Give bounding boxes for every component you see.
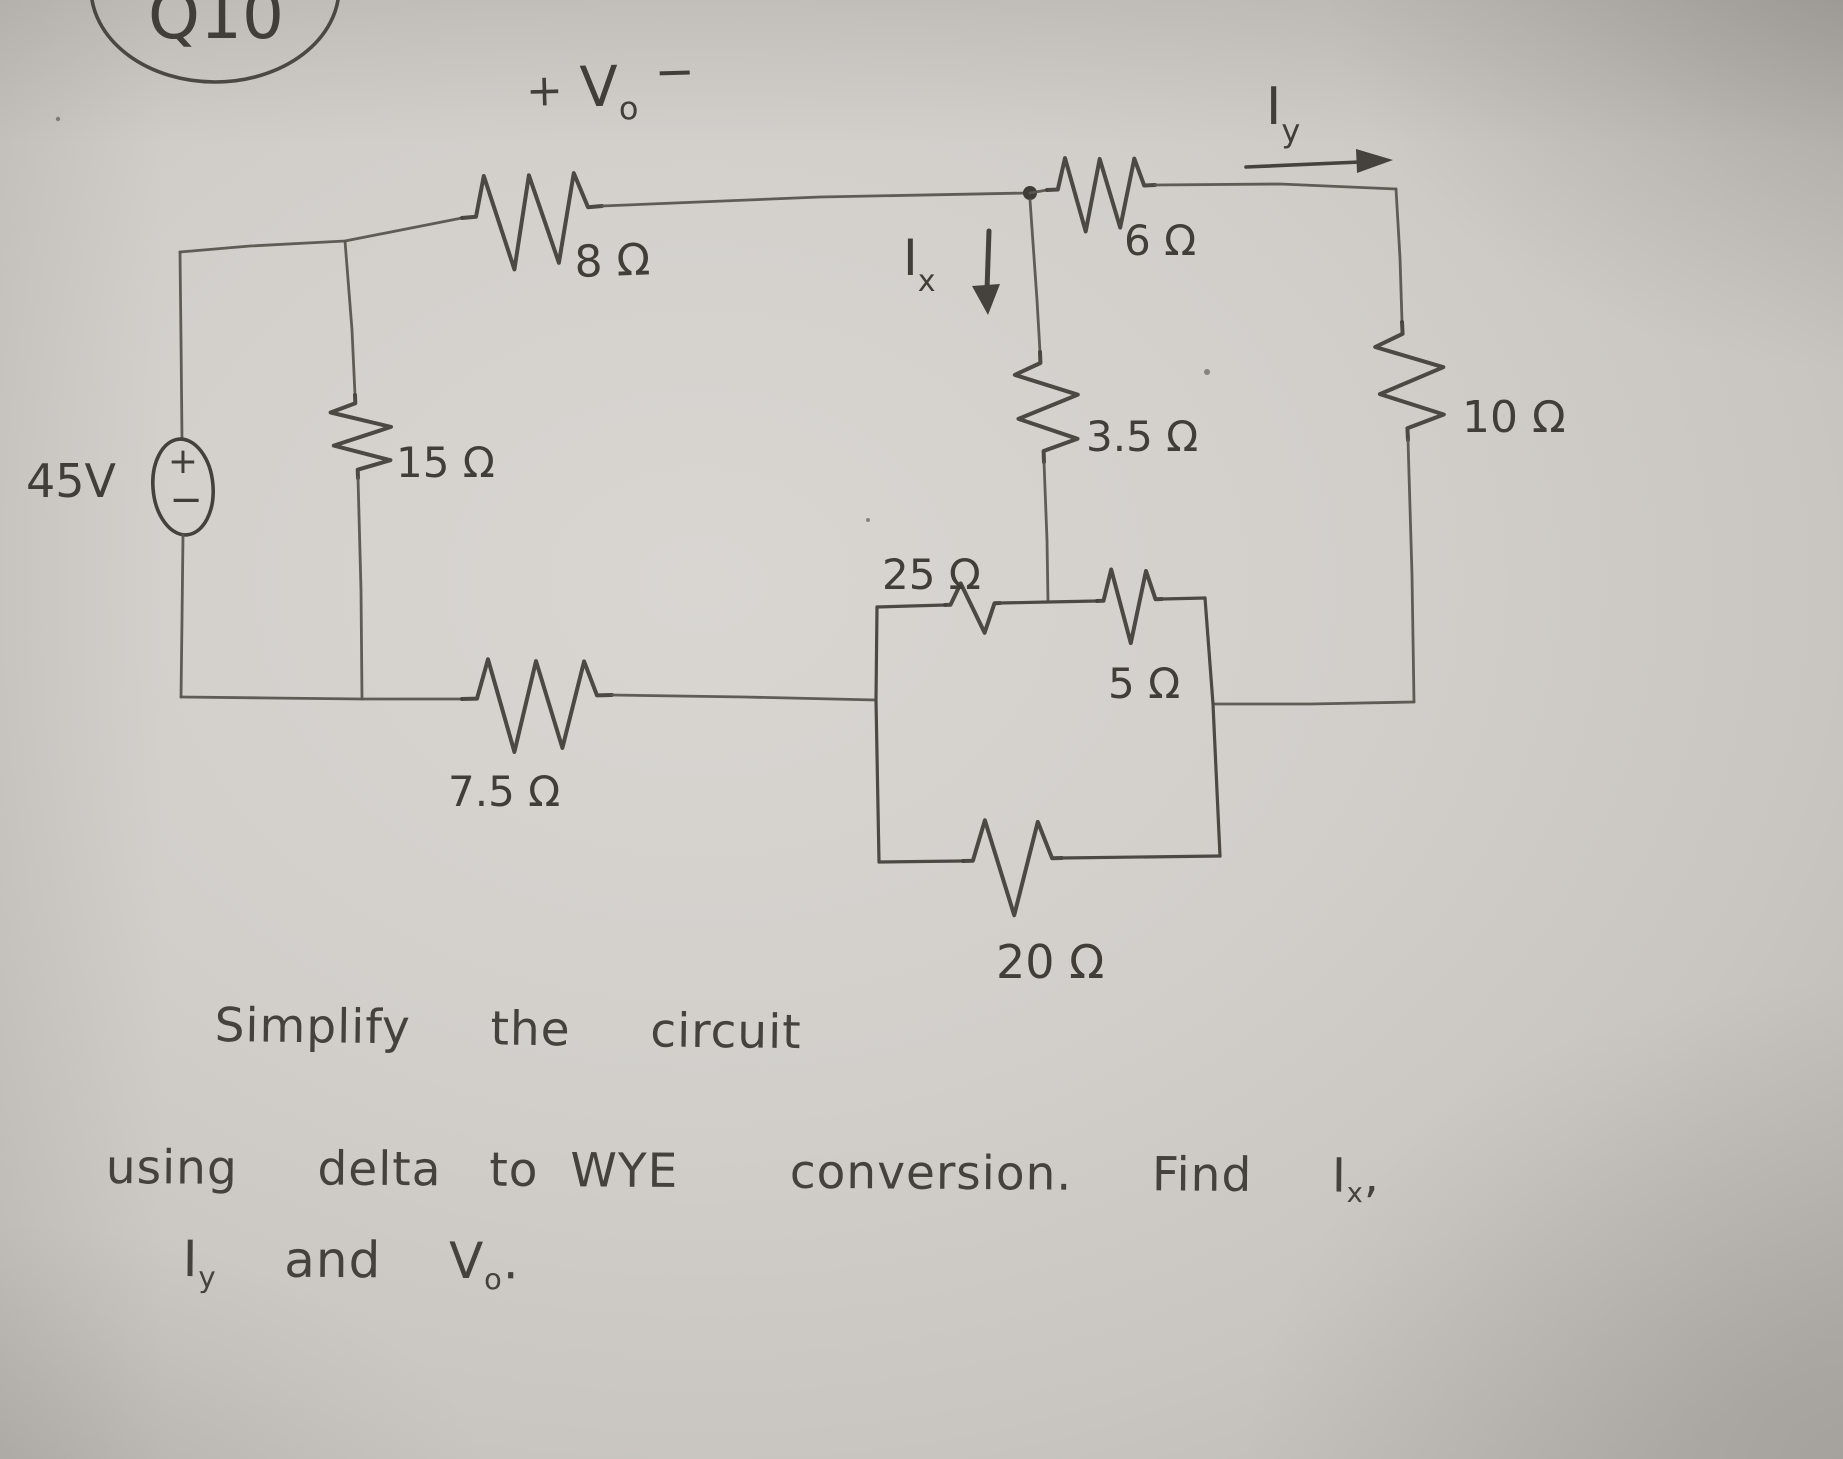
label-vo: Vo <box>579 54 639 128</box>
question-badge-label: Q10 <box>148 0 284 54</box>
resistor-7_5ohm <box>460 657 614 754</box>
resistor-10ohm <box>1373 320 1446 442</box>
question-badge-circle <box>90 0 340 84</box>
resistor-5ohm <box>1095 567 1164 646</box>
resistor-20ohm <box>961 818 1064 918</box>
resistor-3_5ohm <box>1012 350 1080 464</box>
pencil-speck <box>866 518 870 522</box>
label-8ohm: 8 Ω <box>574 234 651 288</box>
label-3_5ohm: 3.5 Ω <box>1086 412 1198 461</box>
resistor-15ohm <box>328 393 393 480</box>
ix-arrow-icon <box>972 228 1000 315</box>
problem-line-2: using delta to WYE conversion. Find Ix, <box>105 1140 1381 1210</box>
label-6ohm: 6 Ω <box>1124 216 1196 265</box>
wire-right-stub <box>1211 700 1416 706</box>
wire-middle-branch-bottom <box>1042 460 1050 604</box>
problem-line-3: Iy and Vo. <box>182 1230 521 1297</box>
source-minus-sign: − <box>169 477 203 523</box>
label-iy: Iy <box>1266 77 1300 150</box>
label-7_5ohm: 7.5 Ω <box>448 767 560 816</box>
wire-15ohm-branch-bottom <box>356 476 364 701</box>
source-plus-sign: + <box>168 441 198 482</box>
wire-box-top-right <box>1160 596 1207 601</box>
wire-box-right-edge <box>1203 596 1222 858</box>
pencil-speck <box>1204 369 1210 375</box>
wire-box-left-edge <box>874 605 881 864</box>
problem-line-1: Simplify the circuit <box>214 998 802 1061</box>
label-ix: Ix <box>903 229 936 299</box>
iy-arrow-icon <box>1244 149 1393 173</box>
label-20ohm: 20 Ω <box>996 935 1104 989</box>
wire-node-stub <box>1028 188 1049 195</box>
wire-left-rail-top <box>178 250 184 441</box>
label-5ohm: 5 Ω <box>1108 659 1180 708</box>
wire-bottom-rail-right <box>610 693 878 702</box>
wire-right-rail-top <box>1394 187 1404 324</box>
label-vo-plus: + <box>525 65 563 117</box>
resistor-25ohm <box>943 581 1002 635</box>
label-15ohm: 15 Ω <box>396 438 495 487</box>
wire-top-rail-mid <box>600 191 1030 208</box>
wire-top-rail-left <box>178 216 464 254</box>
wire-box-bottom-right <box>1060 854 1222 860</box>
wire-box-top-mid <box>998 599 1099 605</box>
label-vo-minus: − <box>654 44 696 101</box>
label-10ohm: 10 Ω <box>1462 392 1566 443</box>
wire-bottom-rail-left <box>179 695 464 701</box>
wire-box-bottom-left <box>877 859 965 864</box>
pencil-speck <box>55 116 61 122</box>
label-25ohm: 25 Ω <box>882 550 981 599</box>
wire-15ohm-branch-top <box>343 239 357 397</box>
resistor-8ohm <box>460 171 604 272</box>
resistor-6ohm <box>1045 156 1157 234</box>
voltage-source-45v <box>151 437 215 537</box>
wire-box-top-left <box>875 603 947 609</box>
wire-right-rail-bottom <box>1406 438 1416 704</box>
wire-middle-branch-top <box>1028 198 1042 354</box>
wire-top-rail-right <box>1153 182 1398 191</box>
wire-left-rail-bottom <box>179 533 185 699</box>
label-45v: 45V <box>26 454 117 508</box>
